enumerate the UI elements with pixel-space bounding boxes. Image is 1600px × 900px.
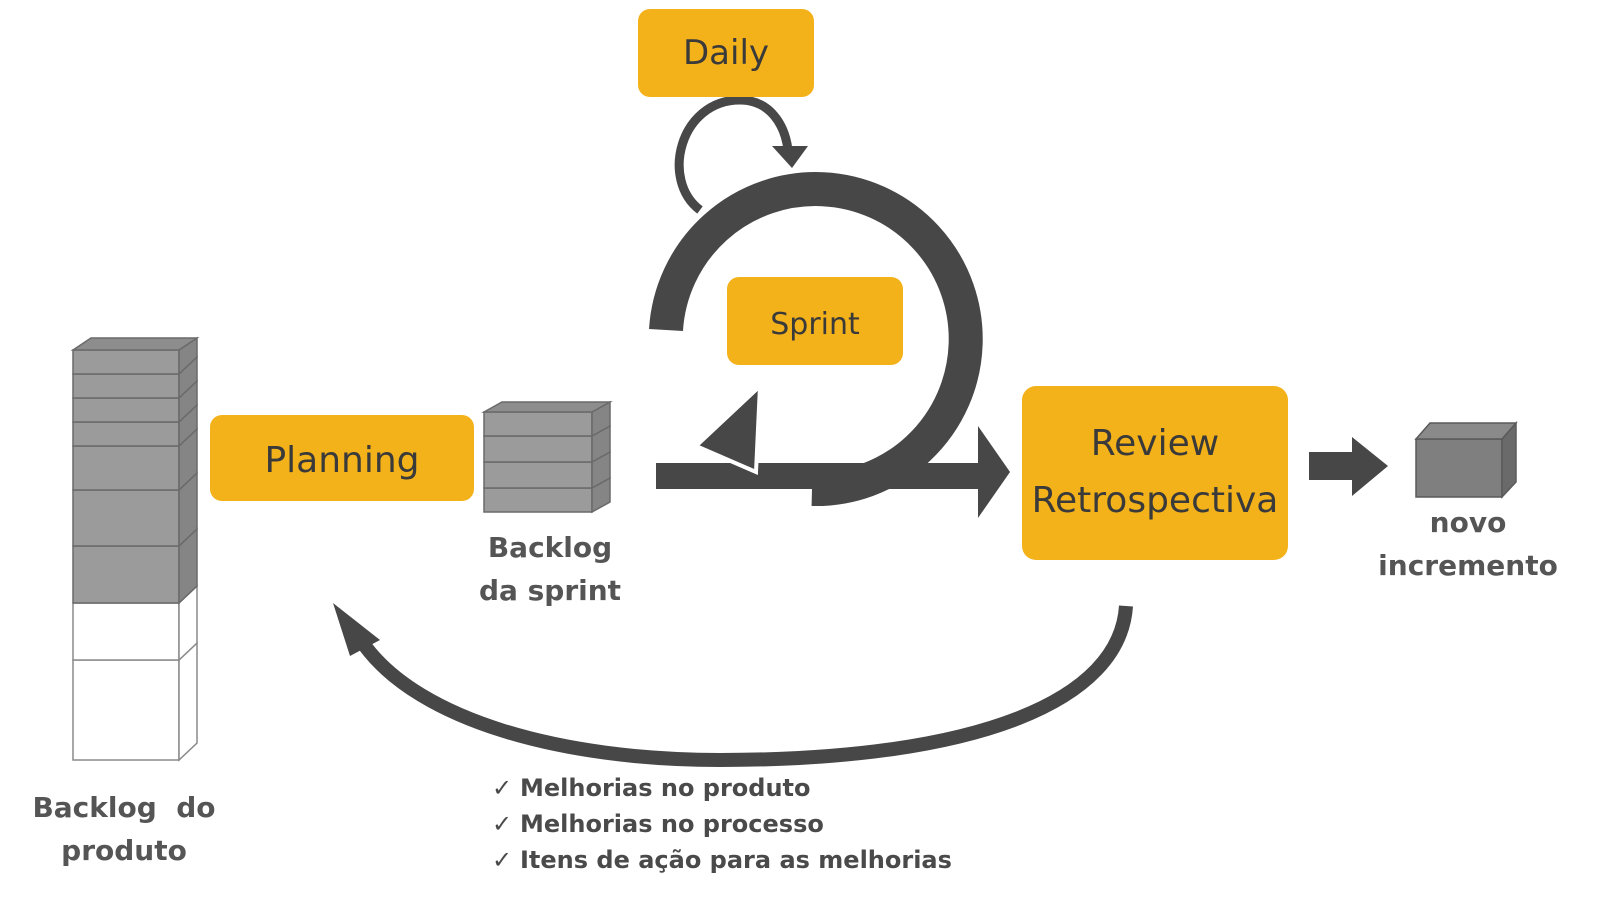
feedback-arrow (359, 605, 1133, 768)
retrospective-label: Retrospectiva (1032, 480, 1279, 521)
sprint-backlog-caption-line2: da sprint (479, 574, 621, 607)
check-icon: ✓ (492, 774, 513, 802)
improvement-label: Itens de ação para as melhorias (520, 846, 952, 874)
backlog-block-empty (72, 641, 198, 762)
sprint-backlog-caption-line1: Backlog (488, 531, 612, 564)
product-backlog-stack (70, 336, 200, 762)
check-icon: ✓ (492, 810, 513, 838)
sprint-loop-arrow (649, 172, 983, 507)
improvement-item: ✓Itens de ação para as melhorias (492, 842, 952, 878)
product-backlog-caption-line1: Backlog do (32, 791, 215, 824)
sprint-backlog-block (483, 424, 611, 464)
increment-caption-line2: incremento (1378, 549, 1558, 582)
daily-box: Daily (638, 9, 814, 97)
review-label: Review (1091, 423, 1219, 464)
daily-loop-arrow (674, 95, 793, 214)
feedback-arrowhead (333, 603, 380, 656)
daily-loop-arrowhead (772, 146, 808, 168)
sprint-cycle (649, 95, 1010, 518)
backlog-block-filled (72, 527, 198, 605)
improvement-item: ✓Melhorias no produto (492, 770, 952, 806)
backlog-block-filled (72, 355, 198, 400)
sprint-backlog-stack (481, 400, 613, 514)
product-backlog-caption-line2: produto (61, 834, 187, 867)
improvement-label: Melhorias no processo (520, 810, 824, 838)
increment-cube (1414, 421, 1518, 499)
sprint-loop-arrowhead (692, 381, 763, 475)
sprint-label: Sprint (770, 307, 860, 342)
sprint-box: Sprint (727, 277, 903, 365)
improvement-label: Melhorias no produto (520, 774, 811, 802)
backlog-block-filled (72, 427, 198, 492)
planning-box: Planning (210, 415, 474, 501)
daily-label: Daily (683, 33, 769, 73)
improvement-item: ✓Melhorias no processo (492, 806, 952, 842)
check-icon: ✓ (492, 846, 513, 874)
sprint-backlog-block (483, 476, 611, 514)
increment-arrow (1309, 437, 1388, 496)
backlog-block-filled (70, 336, 200, 376)
planning-label: Planning (264, 440, 419, 481)
review-retrospective-box: Review Retrospectiva (1022, 386, 1288, 560)
backlog-block-empty (72, 584, 198, 662)
increment-caption-line1: novo (1430, 506, 1507, 539)
sprint-backlog-block (481, 400, 613, 438)
sprint-backlog-block (483, 450, 611, 490)
backlog-block-filled (72, 471, 198, 548)
improvements-list: ✓Melhorias no produto ✓Melhorias no proc… (492, 770, 952, 878)
